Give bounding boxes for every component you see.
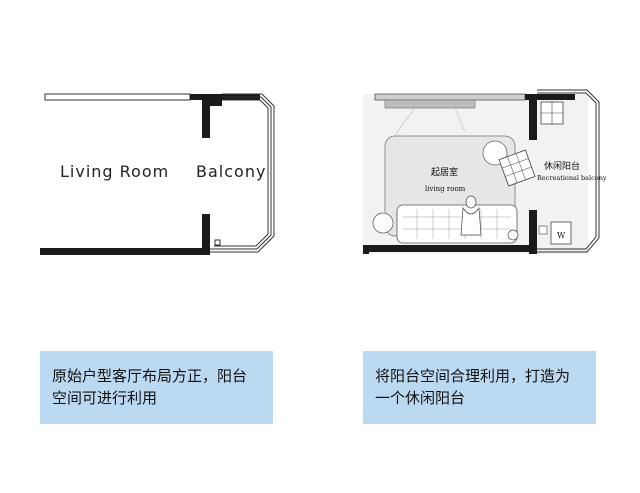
caption-redesign: 将阳台空间合理利用，打造为一个休闲阳台	[363, 351, 596, 424]
washer	[550, 221, 572, 245]
washer-label: W	[557, 231, 566, 240]
caption-original: 原始户型客厅布局方正，阳台空间可进行利用	[40, 351, 273, 424]
sink	[538, 225, 548, 235]
sofa	[396, 204, 518, 244]
balcony-en-label: Recreational balcony	[537, 174, 607, 182]
balcony-cn-label: 休闲阳台	[544, 160, 580, 172]
living-room-cn-label: 起居室	[431, 166, 458, 178]
curtain-strip	[374, 93, 526, 101]
tv-cabinet	[384, 99, 476, 109]
bottom-wall	[367, 245, 535, 252]
fan-icon	[507, 229, 519, 241]
partition-wall-upper	[529, 100, 537, 140]
partition-wall-lower	[202, 214, 210, 254]
side-table-2	[372, 212, 394, 234]
partition-stub-upper	[210, 100, 222, 106]
light-ray-2	[454, 107, 466, 133]
partition-wall-lower	[529, 210, 537, 254]
balcony-outline	[210, 93, 275, 253]
living-room-label: Living Room	[60, 162, 169, 181]
bottom-wall	[40, 248, 210, 255]
corner-wall	[363, 245, 369, 254]
redesigned-floor-plan: W 起居室 living room 休闲阳台 Recreational balc…	[363, 89, 607, 254]
window-top	[44, 93, 191, 101]
drain-icon	[214, 239, 221, 246]
living-room-en-label: living room	[425, 185, 466, 193]
partition-wall-upper	[202, 100, 210, 138]
person-icon	[460, 195, 482, 236]
light-ray	[394, 107, 416, 136]
original-floor-plan: Living Room Balcony	[40, 93, 275, 255]
top-wall	[525, 94, 575, 100]
balcony-outline	[537, 89, 600, 253]
balcony-label: Balcony	[196, 162, 266, 181]
armchair	[498, 149, 536, 187]
